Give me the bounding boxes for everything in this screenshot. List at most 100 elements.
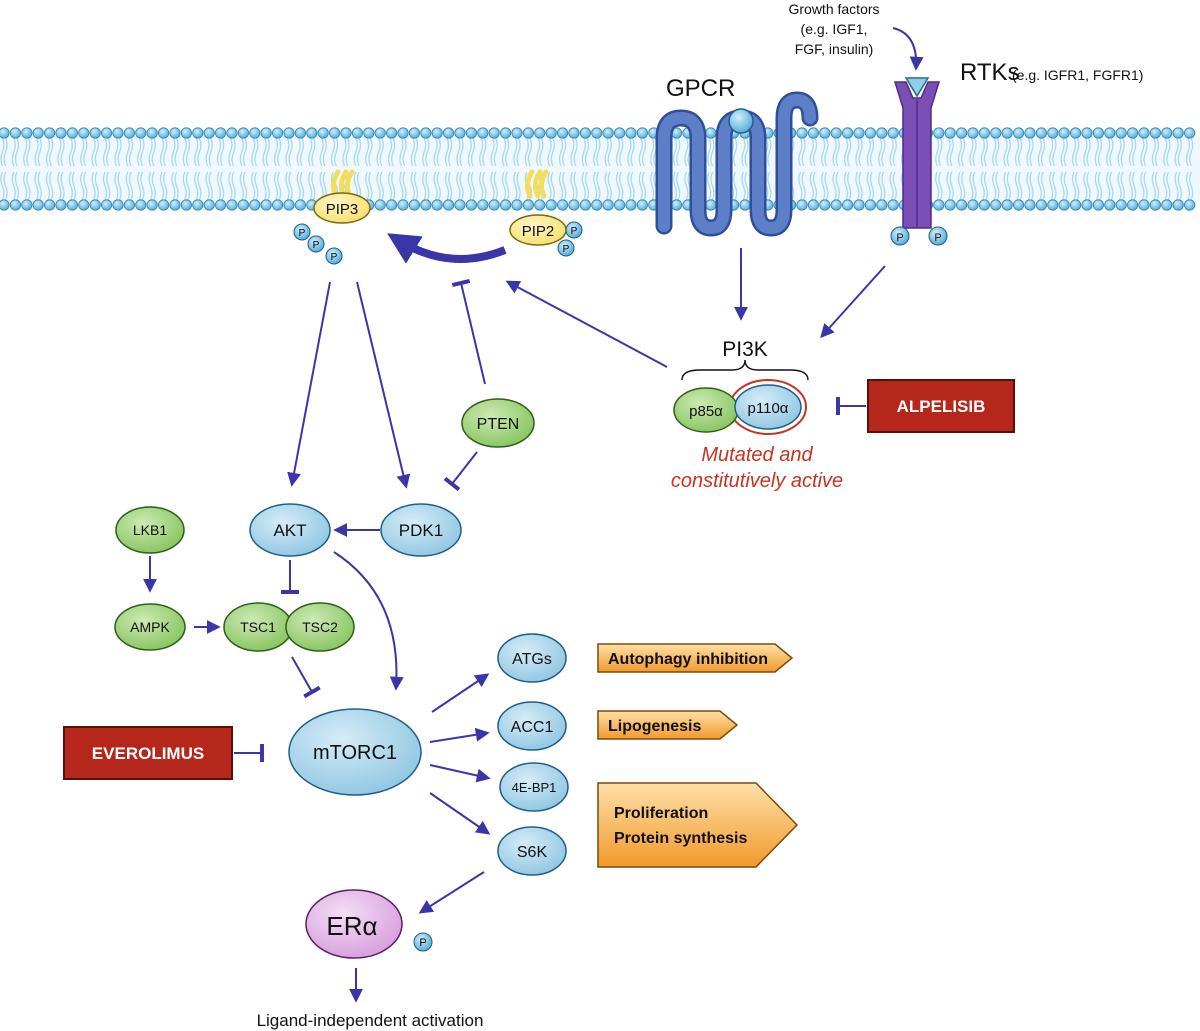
lipid-tail — [410, 137, 415, 167]
lipid-tail — [1052, 137, 1057, 167]
lipid-tail — [1120, 171, 1125, 201]
lipid-head — [636, 127, 649, 139]
lipid-tail — [969, 171, 974, 201]
lipid-head — [511, 127, 523, 139]
lipid-tail — [809, 171, 814, 201]
lipid-tail — [889, 137, 894, 167]
lipid-tail — [1018, 171, 1023, 201]
lipid-tail — [1040, 137, 1046, 167]
lipid-head — [0, 199, 10, 211]
lipid-tail — [798, 171, 803, 201]
lipid-tail — [197, 171, 202, 201]
lipid-tail — [946, 171, 951, 201]
lipid-head — [123, 199, 135, 211]
lipid-tail — [482, 137, 487, 167]
lipid-head — [796, 127, 808, 139]
lipid-tail — [174, 171, 179, 201]
lipid-tail — [163, 171, 168, 201]
lipid-tail — [273, 171, 279, 201]
lipid-tail — [470, 171, 476, 201]
lipid-tail — [741, 137, 746, 167]
lipid-head — [499, 127, 512, 139]
lipid-head — [271, 199, 284, 211]
lipid-head — [864, 199, 877, 211]
lipid-tail — [296, 137, 301, 167]
lipid-head — [864, 127, 877, 139]
lipid-head — [534, 127, 546, 139]
lipid-head — [990, 127, 1002, 139]
tsc-inhibits-mtorc1 — [291, 656, 321, 699]
everolimus-drug: EVEROLIMUS — [63, 726, 233, 780]
lipid-tail — [1063, 171, 1068, 201]
mtorc1-to-s6k — [429, 792, 491, 835]
svg-text:TSC1: TSC1 — [240, 619, 276, 635]
lipid-head — [1115, 127, 1127, 139]
lipid-tail — [638, 137, 643, 167]
akt-to-mtorc1 — [333, 551, 404, 691]
lipid-tail — [353, 137, 358, 167]
svg-text:Autophagy inhibition: Autophagy inhibition — [608, 651, 768, 668]
lipid-tail — [969, 137, 974, 167]
lipid-head — [420, 199, 432, 211]
lipid-tail — [128, 171, 134, 201]
lipid-tail — [251, 137, 256, 167]
lipid-tail — [34, 137, 39, 167]
lipid-tail — [334, 137, 339, 167]
lipid-head — [955, 127, 968, 139]
lipid-tail — [265, 137, 270, 167]
lipid-tail — [1049, 137, 1054, 167]
lipid-tail — [356, 137, 362, 167]
lipid-tail — [399, 171, 404, 201]
growth-factors-label: Growth factors (e.g. IGF1, FGF, insulin) — [788, 1, 879, 57]
er-alpha-node: ERα P — [305, 889, 433, 959]
lipid-tail — [459, 171, 464, 201]
lipid-tail — [995, 137, 1000, 167]
lipid-tail — [288, 137, 293, 167]
lipid-tail — [1014, 171, 1020, 201]
lipid-tail — [220, 137, 225, 167]
lipid-tail — [573, 171, 578, 201]
lipid-tail — [573, 137, 578, 167]
lipid-head — [237, 127, 249, 139]
lipid-head — [215, 127, 227, 139]
lipid-tail — [843, 137, 849, 167]
lipid-head — [180, 127, 192, 139]
lipid-head — [853, 199, 865, 211]
lipid-tail — [1189, 171, 1194, 201]
lipid-head — [363, 127, 375, 139]
lipid-tail — [550, 137, 555, 167]
lipid-head — [796, 199, 808, 211]
lipid-tail — [972, 171, 977, 201]
lipid-tail — [501, 171, 507, 201]
lipid-tail — [45, 137, 51, 167]
lipid-head — [454, 199, 466, 211]
lipid-tail — [866, 137, 871, 167]
lipid-tail — [992, 137, 997, 167]
lipid-tail — [14, 171, 20, 201]
lipid-head — [374, 127, 386, 139]
lipid-tail — [710, 137, 715, 167]
lipid-tail — [527, 137, 533, 167]
gpcr-ligand — [728, 108, 754, 134]
lipid-head — [203, 199, 215, 211]
pten-inhibits-pdk1 — [443, 451, 478, 492]
gpcr-label: GPCR — [666, 75, 735, 102]
lipid-tail — [433, 137, 438, 167]
lipid-tail — [855, 137, 860, 167]
lipid-head — [397, 127, 409, 139]
lipid-tail — [744, 137, 749, 167]
lipid-tail — [102, 171, 108, 201]
lipid-tail — [604, 137, 609, 167]
lipid-tail — [1163, 171, 1168, 201]
lipid-head — [967, 127, 979, 139]
lipid-tail — [137, 171, 142, 201]
tsc1-node: TSC1 — [223, 602, 293, 652]
lipid-tail — [1006, 171, 1011, 201]
lipid-tail — [194, 137, 199, 167]
lipid-tail — [562, 171, 567, 201]
lipid-head — [978, 199, 991, 211]
lipid-head — [579, 199, 592, 211]
lipid-tail — [299, 171, 305, 201]
lipid-tail — [812, 171, 818, 201]
lipid-tail — [57, 171, 62, 201]
